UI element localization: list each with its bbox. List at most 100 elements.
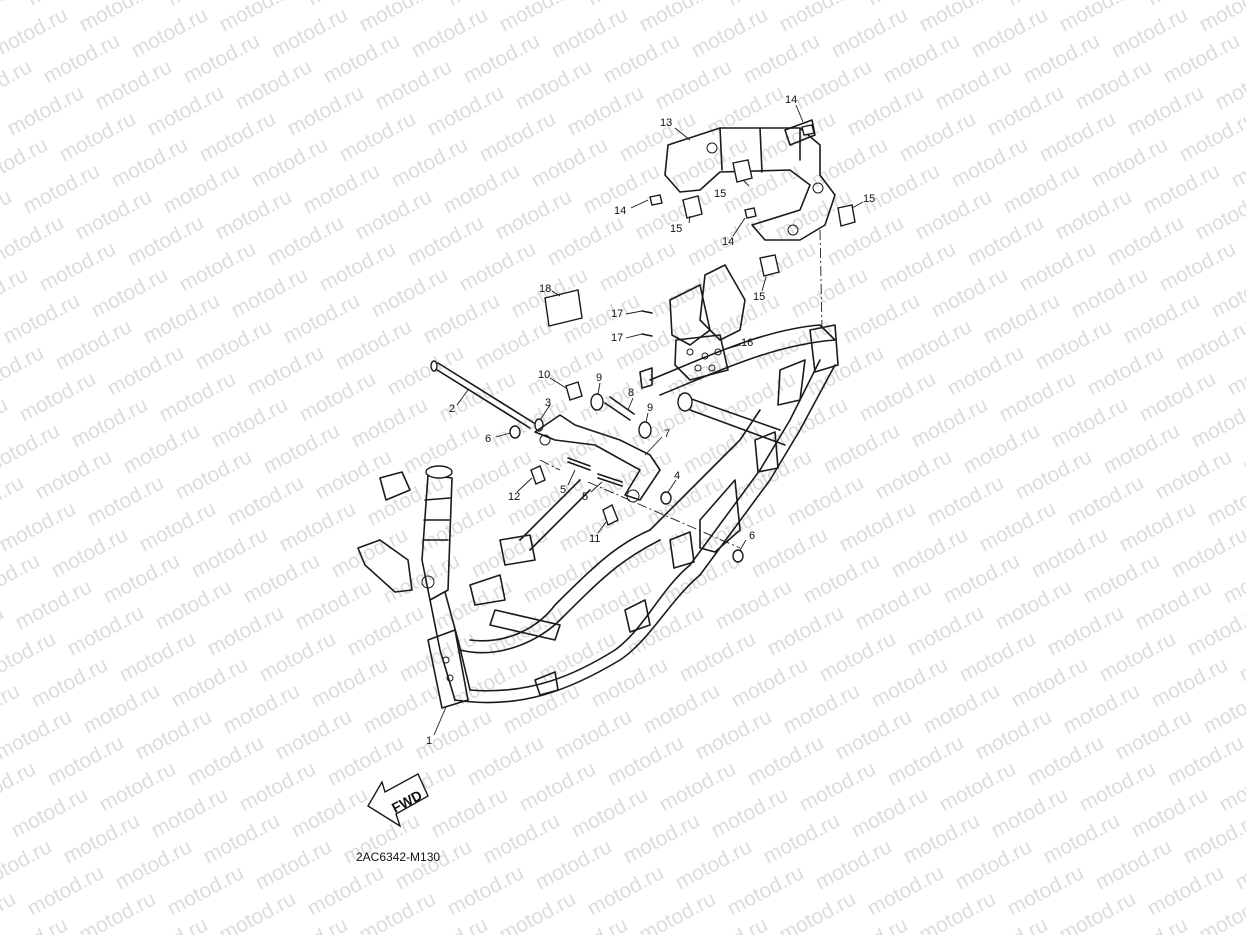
watermark-text: motod.ru [472, 315, 556, 374]
watermark-text: motod.ru [1196, 0, 1246, 36]
watermark-text: motod.ru [392, 835, 476, 894]
watermark-text: motod.ru [1012, 445, 1096, 504]
watermark-text: motod.ru [224, 471, 308, 530]
watermark-text: motod.ru [1060, 679, 1144, 738]
watermark-text: motod.ru [572, 575, 656, 634]
watermark-text: motod.ru [1068, 263, 1152, 322]
watermark-text: motod.ru [144, 81, 228, 140]
watermark-text: motod.ru [1188, 393, 1246, 452]
watermark-text: motod.ru [708, 783, 792, 842]
watermark-text: motod.ru [688, 3, 772, 62]
watermark-text: motod.ru [764, 601, 848, 660]
watermark-text: motod.ru [104, 341, 188, 400]
watermark-text: motod.ru [80, 679, 164, 738]
watermark-text: motod.ru [1152, 445, 1236, 504]
watermark-text: motod.ru [136, 497, 220, 556]
watermark-text: motod.ru [416, 497, 500, 556]
callout-1: 1 [426, 735, 432, 747]
callout-13: 13 [660, 117, 672, 129]
watermark-text: motod.ru [992, 575, 1076, 634]
watermark-text: motod.ru [92, 55, 176, 114]
watermark-text: motod.ru [1204, 471, 1246, 530]
watermark-text: motod.ru [384, 341, 468, 400]
watermark-text: motod.ru [1040, 809, 1124, 868]
engine-bracket [669, 264, 746, 381]
watermark-text: motod.ru [792, 55, 876, 114]
watermark-text: motod.ru [544, 211, 628, 270]
watermark-text: motod.ru [0, 497, 80, 556]
watermark-text: motod.ru [760, 809, 844, 868]
callout-17b: 17 [611, 332, 623, 344]
watermark-text: motod.ru [860, 159, 944, 218]
watermark-text: motod.ru [1048, 393, 1132, 452]
callout-17a: 17 [611, 308, 623, 320]
watermark-text: motod.ru [332, 315, 416, 374]
watermark-text: motod.ru [896, 107, 980, 166]
watermark-text: motod.ru [40, 29, 124, 88]
watermark-text: motod.ru [180, 29, 264, 88]
watermark-text: motod.ru [316, 237, 400, 296]
watermark-text: motod.ru [0, 419, 64, 478]
callout-16: 16 [741, 337, 753, 349]
watermark-text: motod.ru [108, 133, 192, 192]
watermark-text: motod.ru [820, 419, 904, 478]
watermark-text: motod.ru [1096, 627, 1180, 686]
watermark-text: motod.ru [1128, 783, 1212, 842]
watermark-text: motod.ru [8, 783, 92, 842]
watermark-text: motod.ru [1112, 705, 1196, 764]
watermark-text: motod.ru [1136, 367, 1220, 426]
watermark-text: motod.ru [124, 211, 208, 270]
watermark-text: motod.ru [60, 809, 144, 868]
watermark-text: motod.ru [936, 757, 1020, 816]
watermark-text: motod.ru [0, 211, 68, 270]
watermark-text: motod.ru [1192, 185, 1246, 244]
watermark-text: motod.ru [564, 81, 648, 140]
watermark-text: motod.ru [248, 133, 332, 192]
watermark-text: motod.ru [1180, 809, 1246, 868]
watermark-text: motod.ru [608, 523, 692, 582]
watermark-text: motod.ru [264, 211, 348, 270]
watermark-text: motod.ru [868, 653, 952, 712]
watermark-text: motod.ru [476, 107, 560, 166]
watermark-text: motod.ru [0, 627, 60, 686]
watermark-text: motod.ru [128, 3, 212, 62]
watermark-text: motod.ru [496, 887, 580, 935]
watermark-text: motod.ru [1052, 185, 1136, 244]
callout-5a: 5 [560, 484, 566, 496]
watermark-text: motod.ru [756, 107, 840, 166]
watermark-text: motod.ru [48, 523, 132, 582]
watermark-text: motod.ru [640, 679, 724, 738]
watermark-text: motod.ru [420, 289, 504, 348]
watermark-text: motod.ru [468, 523, 552, 582]
callout-9a: 9 [596, 372, 602, 384]
watermark-text: motod.ru [0, 341, 48, 400]
watermark-text: motod.ru [636, 887, 720, 935]
watermark-text: motod.ru [1100, 419, 1184, 478]
callout-14b: 14 [722, 236, 734, 248]
watermark-text: motod.ru [1216, 757, 1246, 816]
watermark-text: motod.ru [980, 289, 1064, 348]
watermark-text: motod.ru [548, 3, 632, 62]
watermark-text: motod.ru [228, 263, 312, 322]
watermark-text: motod.ru [88, 263, 172, 322]
watermark-text: motod.ru [712, 575, 796, 634]
watermark-text: motod.ru [692, 705, 776, 764]
watermark-text: motod.ru [644, 471, 728, 530]
watermark-text: motod.ru [1064, 471, 1148, 530]
watermark-text: motod.ru [816, 627, 900, 686]
callout-15d: 15 [753, 291, 765, 303]
watermark-text: motod.ru [856, 367, 940, 426]
watermark-text: motod.ru [1072, 55, 1156, 114]
callout-labels: 1 2 3 4 5 5 6 6 7 8 9 9 10 11 12 13 14 1… [426, 94, 875, 747]
watermark-text: motod.ru [748, 523, 832, 582]
watermark-text: motod.ru [368, 263, 452, 322]
seat-bracket [664, 119, 836, 241]
watermark-text: motod.ru [268, 3, 352, 62]
watermark-text: motod.ru [24, 861, 108, 920]
watermark-text: motod.ru [404, 211, 488, 270]
assembly-lines [539, 229, 823, 549]
watermark-text: motod.ru [892, 315, 976, 374]
watermark-text: motod.ru [1200, 679, 1246, 738]
watermark-text: motod.ru [532, 835, 616, 894]
